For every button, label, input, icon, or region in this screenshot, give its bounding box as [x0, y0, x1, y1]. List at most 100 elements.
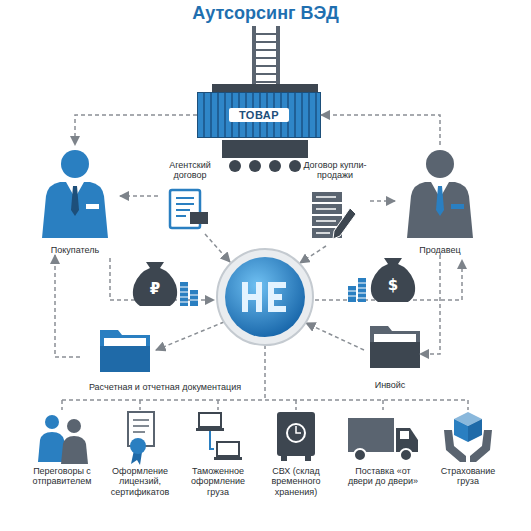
diagram-title: Аутсорсинг ВЭД [0, 3, 531, 24]
safe-icon [277, 412, 315, 461]
flow-line [306, 323, 364, 350]
box-side [454, 419, 468, 442]
wheel [229, 160, 241, 172]
head [67, 419, 81, 433]
goods-container: ТОВАР [197, 92, 321, 138]
folder-icon [370, 326, 420, 368]
laptop-base [196, 428, 224, 431]
head [61, 150, 89, 178]
wheel [289, 160, 301, 172]
connectors [55, 115, 440, 357]
node-label: $ [388, 276, 398, 294]
logo-bar [242, 282, 248, 312]
wheel [354, 449, 366, 461]
folder-back [100, 330, 150, 372]
service-item: Переговоры с отправителем [23, 408, 101, 508]
tie [436, 186, 444, 216]
dial-hand [296, 426, 301, 433]
buyer-figure: Покупатель [30, 145, 120, 255]
folder-front [100, 346, 150, 372]
wheel [400, 449, 412, 461]
node-label: Инвойс [375, 380, 406, 390]
node-label: Таможенное оформление груза [179, 466, 257, 497]
seller-figure: Продавец [395, 145, 485, 255]
coin-stack [348, 286, 356, 302]
flow-connector [120, 195, 158, 197]
invoice-folder: Инвойс [360, 318, 420, 390]
money-bag: ₽ [135, 276, 175, 302]
bag [371, 258, 415, 302]
head [426, 150, 454, 178]
bus-line [62, 399, 468, 401]
service-item: Страхование груза [429, 408, 507, 508]
document-folder: Расчетная и отчетная документация [80, 322, 250, 392]
badge [451, 204, 464, 209]
node-label: Поставка «от двери до двери» [344, 466, 422, 487]
badge [86, 204, 99, 209]
flow-connector [420, 255, 440, 354]
coin-stack [190, 290, 198, 306]
node-label: Продавец [419, 245, 460, 255]
node-label: ₽ [150, 280, 160, 298]
logo-bar [256, 282, 262, 312]
tie [71, 186, 79, 216]
body [407, 182, 473, 238]
hand [470, 430, 492, 462]
flow-line [156, 322, 224, 350]
seal [130, 438, 146, 454]
box-side [468, 419, 482, 442]
hand [444, 430, 466, 462]
logo-bar [268, 282, 286, 288]
bus-line [264, 345, 266, 400]
node-label: Агентский договор [158, 160, 222, 181]
safe-leg [305, 456, 311, 461]
laptops-icon [196, 413, 242, 460]
safe-leg [281, 456, 287, 461]
truck-icon [348, 418, 418, 461]
node-label: Расчетная и отчетная документация [89, 382, 241, 392]
card [190, 212, 208, 224]
flow-connector [55, 255, 80, 357]
buyer-icon [42, 150, 108, 238]
flow-connector [321, 115, 440, 145]
hub-disc [225, 257, 305, 337]
laptop-screen [217, 442, 239, 456]
flow-line [205, 234, 230, 262]
node-label: Покупатель [51, 245, 99, 255]
license-lines [133, 420, 149, 432]
hub-ring [217, 249, 313, 345]
safe-body [277, 412, 315, 456]
logo-bar [268, 306, 286, 312]
folder-icon [100, 330, 150, 372]
body [61, 436, 88, 464]
crane-spreader [212, 84, 318, 92]
node-label: Оформление лицензий, сертификатов [101, 466, 179, 497]
head [45, 415, 59, 429]
service-item: Поставка «от двери до двери» [344, 408, 422, 508]
laptop-base [214, 457, 242, 460]
stack-lines [316, 197, 336, 233]
rouble-bag [133, 262, 198, 306]
body [42, 182, 108, 238]
service-item: СВХ (склад временного хранения) [257, 408, 335, 508]
folder-front [370, 342, 420, 368]
node-label: СВХ (склад временного хранения) [257, 466, 335, 497]
flow-connector [370, 200, 395, 202]
wheel [269, 160, 281, 172]
node-label: Переговоры с отправителем [23, 466, 101, 487]
coin-lines [180, 287, 198, 302]
node-label: Договор купли-продажи [300, 160, 370, 181]
link-line [210, 431, 214, 449]
logo-bar [248, 294, 256, 300]
contract-icon [312, 192, 356, 239]
sales-contract: Договор купли-продажи [300, 160, 370, 242]
truck-window [400, 431, 409, 439]
coin-lines [348, 283, 366, 298]
laptop-screen [199, 413, 221, 427]
money-bag: $ [373, 272, 413, 298]
crane-base [222, 140, 308, 158]
logo-bar [268, 294, 282, 300]
